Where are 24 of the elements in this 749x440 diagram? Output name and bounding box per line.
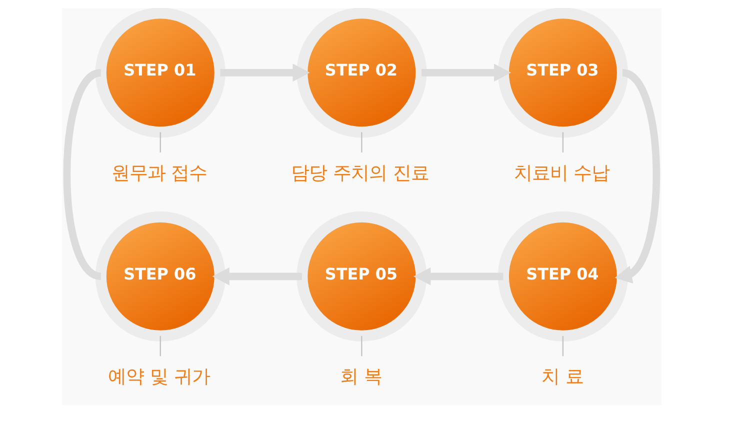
node-circle: STEP 06 — [94, 211, 225, 342]
node-text: 치 료 — [540, 366, 583, 388]
connector — [360, 132, 362, 152]
node-circle: STEP 02 — [296, 8, 426, 138]
arrow — [420, 64, 511, 82]
node-text: 담당 주치의 진료 — [290, 162, 428, 184]
connector — [159, 132, 160, 152]
connector — [62, 69, 102, 280]
connector — [360, 336, 362, 356]
node-circle: STEP 04 — [497, 211, 628, 342]
node-circle: STEP 01 — [94, 8, 225, 138]
arrow — [220, 64, 310, 82]
node-text: 치료비 수납 — [513, 162, 610, 184]
node-text: 원무과 접수 — [110, 162, 207, 184]
arrow — [212, 267, 302, 286]
arrow — [614, 69, 660, 284]
arrow — [413, 267, 503, 286]
node-circle: STEP 05 — [296, 211, 426, 342]
node-circle: STEP 03 — [497, 8, 628, 138]
connector — [562, 336, 564, 356]
node-text: 회 복 — [340, 366, 382, 388]
node-text: 예약 및 귀가 — [108, 366, 210, 388]
connector — [562, 132, 564, 152]
connector — [159, 336, 160, 356]
